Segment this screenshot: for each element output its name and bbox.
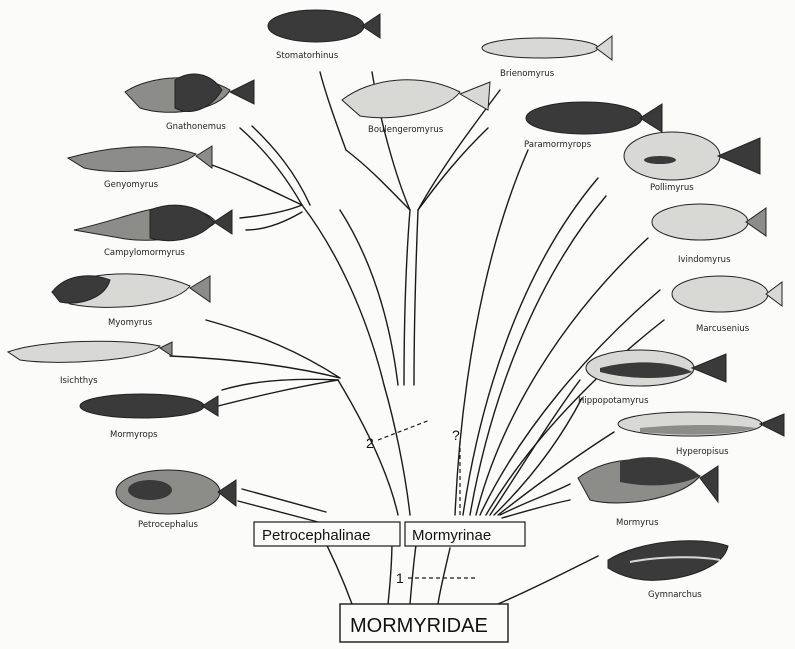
label-pollimyrus: Pollimyrus (650, 183, 694, 193)
fish-marcusenius (672, 276, 782, 312)
label-isichthys: Isichthys (60, 376, 98, 386)
branch-campylomormyrus-b (246, 212, 302, 230)
branch-campylomormyrus-a (240, 205, 302, 218)
branch-root-left-mid (388, 540, 392, 604)
fish-campylomormyrus (74, 205, 232, 240)
fish-stomatorhinus (268, 10, 380, 42)
node-marker-2: 2 (366, 435, 374, 451)
fish-isichthys (8, 341, 172, 362)
branch-paramormyrops (455, 150, 528, 515)
label-gnathonemus: Gnathonemus (166, 122, 226, 132)
fish-brienomyrus (482, 36, 612, 60)
label-campylomormyrus: Campylomormyrus (104, 248, 185, 258)
label-ivindomyrus: Ivindomyrus (678, 255, 731, 265)
fish-pollimyrus (624, 132, 760, 180)
fish-ivindomyrus (652, 204, 766, 240)
branch-boulengeromyrus (418, 128, 488, 210)
branch-stomatorhinus-a (346, 150, 410, 210)
branch-center-trunk-b (414, 210, 418, 385)
label-boulengeromyrus: Boulengeromyrus (368, 125, 444, 135)
branch-stomatorhinus-b (320, 72, 346, 150)
branch-genyomyrus (212, 165, 302, 205)
branch-root-mormyrinae (410, 545, 416, 604)
label-hyperopisus: Hyperopisus (676, 447, 729, 457)
branch-hippopotamyrus-a (490, 380, 580, 515)
fish-illustrations (8, 10, 784, 580)
dashed-node-2 (378, 420, 430, 440)
branch-isichthys (170, 356, 340, 378)
branch-mormyrops-a (218, 380, 338, 406)
branch-mormyrops-b (222, 379, 338, 390)
fish-paramormyrops (526, 102, 662, 134)
mormyridae-label: MORMYRIDAE (350, 615, 488, 637)
branch-mormyrus-a (500, 484, 570, 515)
label-stomatorhinus: Stomatorhinus (276, 51, 339, 61)
label-gymnarchus: Gymnarchus (648, 590, 702, 600)
branch-pollimyrus-a (463, 178, 598, 515)
fish-hyperopisus (618, 412, 784, 436)
label-mormyrus: Mormyrus (616, 518, 659, 528)
branch-upper-left-trunk-b (340, 210, 398, 385)
branch-root-right (438, 548, 450, 604)
label-mormyrops: Mormyrops (110, 430, 158, 440)
fish-hippopotamyrus (586, 350, 726, 386)
fish-gnathonemus (125, 74, 254, 112)
branch-petrocephalus-b (238, 501, 318, 522)
label-myomyrus: Myomyrus (108, 318, 153, 328)
branch-upper-left-trunk (302, 205, 384, 385)
label-paramormyrops: Paramormyrops (524, 140, 592, 150)
branch-center-trunk-a (404, 210, 410, 385)
branch-gnathonemus-a (240, 128, 302, 205)
label-petrocephalus: Petrocephalus (138, 520, 199, 530)
label-brienomyrus: Brienomyrus (500, 69, 555, 79)
fish-mormyrus (578, 457, 718, 503)
node-marker-uncertain: ? (452, 427, 460, 443)
fish-gymnarchus (608, 541, 728, 581)
branch-myomyrus (206, 320, 340, 378)
fish-myomyrus (52, 274, 210, 308)
branch-trunk-left-b (384, 385, 410, 515)
fish-boulengeromyrus (342, 80, 490, 118)
label-genyomyrus: Genyomyrus (104, 180, 159, 190)
petrocephalinae-label: Petrocephalinae (262, 527, 370, 544)
fish-petrocephalus (116, 470, 236, 514)
fish-mormyrops (80, 394, 218, 418)
label-hippopotamyrus: Hippopotamyrus (578, 396, 649, 406)
branch-petrocephalus-a (242, 489, 326, 512)
node-marker-1: 1 (396, 570, 404, 586)
label-marcusenius: Marcusenius (696, 324, 750, 334)
branch-gnathonemus-b (252, 126, 310, 205)
fish-genyomyrus (68, 146, 212, 172)
mormyrinae-label: Mormyrinae (412, 527, 491, 544)
branch-gymnarchus (498, 556, 598, 604)
